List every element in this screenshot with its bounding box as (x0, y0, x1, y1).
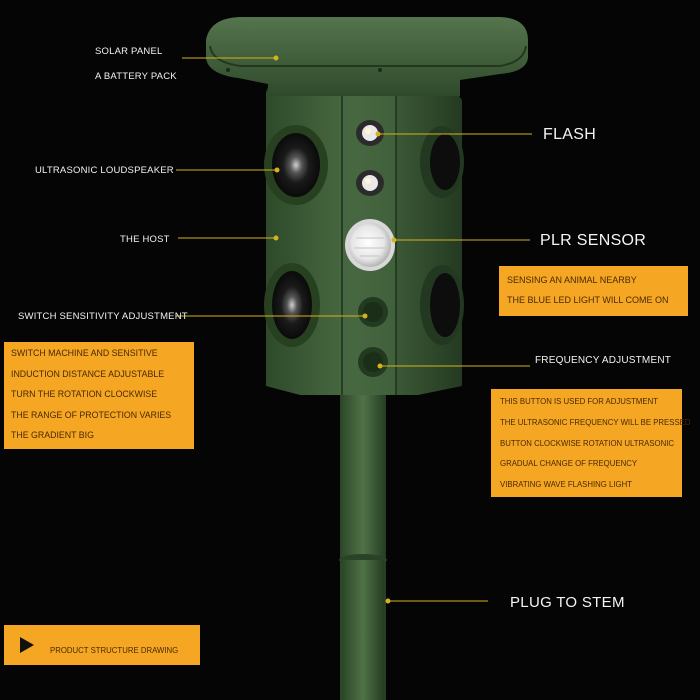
product-structure-label: PRODUCT STRUCTURE DRAWING (50, 646, 179, 655)
callout-sensing: SENSING AN ANIMAL NEARBY THE BLUE LED LI… (499, 266, 688, 316)
ultrasonic-loudspeaker-lower (264, 263, 320, 347)
label-frequency-adjustment: FREQUENCY ADJUSTMENT (535, 355, 672, 366)
label-ultrasonic-loudspeaker: ULTRASONIC LOUDSPEAKER (35, 165, 174, 176)
frequency-knob (358, 347, 388, 377)
label-flash: FLASH (543, 126, 597, 143)
callout-sensing-line: SENSING AN ANIMAL NEARBY (507, 275, 637, 285)
leader-lines (176, 57, 532, 602)
callout-frequency-line: VIBRATING WAVE FLASHING LIGHT (500, 480, 632, 490)
flash-led-upper (356, 120, 384, 146)
label-battery-pack: A BATTERY PACK (95, 71, 177, 82)
sensitivity-knob (358, 297, 388, 327)
label-the-host: THE HOST (120, 234, 170, 245)
label-plr-sensor: PLR SENSOR (540, 232, 647, 249)
callout-frequency-line: GRADUAL CHANGE OF FREQUENCY (500, 459, 638, 469)
side-speaker-lower (420, 265, 464, 345)
label-solar-panel: SOLAR PANEL (95, 46, 163, 57)
stem (339, 395, 387, 700)
callout-switch-line: SWITCH MACHINE AND SENSITIVE (11, 348, 158, 358)
callout-sensing-line: THE BLUE LED LIGHT WILL COME ON (507, 295, 669, 305)
callout-switch-line: THE GRADIENT BIG (11, 430, 94, 440)
callout-switch: SWITCH MACHINE AND SENSITIVE INDUCTION D… (4, 342, 194, 449)
product-structure-banner: PRODUCT STRUCTURE DRAWING (4, 625, 200, 665)
plr-sensor (345, 219, 395, 271)
label-plug-to-stem: PLUG TO STEM (510, 594, 625, 611)
label-switch-sensitivity: SWITCH SENSITIVITY ADJUSTMENT (18, 311, 188, 322)
play-icon (20, 637, 34, 653)
callout-switch-line: THE RANGE OF PROTECTION VARIES (11, 409, 172, 420)
callout-frequency-line: THE ULTRASONIC FREQUENCY WILL BE PRESSED (500, 417, 691, 427)
side-speaker-upper (420, 126, 464, 198)
leader-dots (273, 55, 397, 604)
flash-led-lower (356, 170, 384, 196)
callout-switch-line: TURN THE ROTATION CLOCKWISE (11, 389, 158, 399)
ultrasonic-loudspeaker-upper (264, 125, 328, 205)
callout-frequency: THIS BUTTON IS USED FOR ADJUSTMENT THE U… (491, 389, 691, 497)
callout-switch-line: INDUCTION DISTANCE ADJUSTABLE (11, 368, 165, 379)
callout-frequency-line: BUTTON CLOCKWISE ROTATION ULTRASONIC (500, 438, 674, 448)
solar-panel (206, 17, 528, 96)
callout-frequency-line: THIS BUTTON IS USED FOR ADJUSTMENT (500, 397, 658, 406)
